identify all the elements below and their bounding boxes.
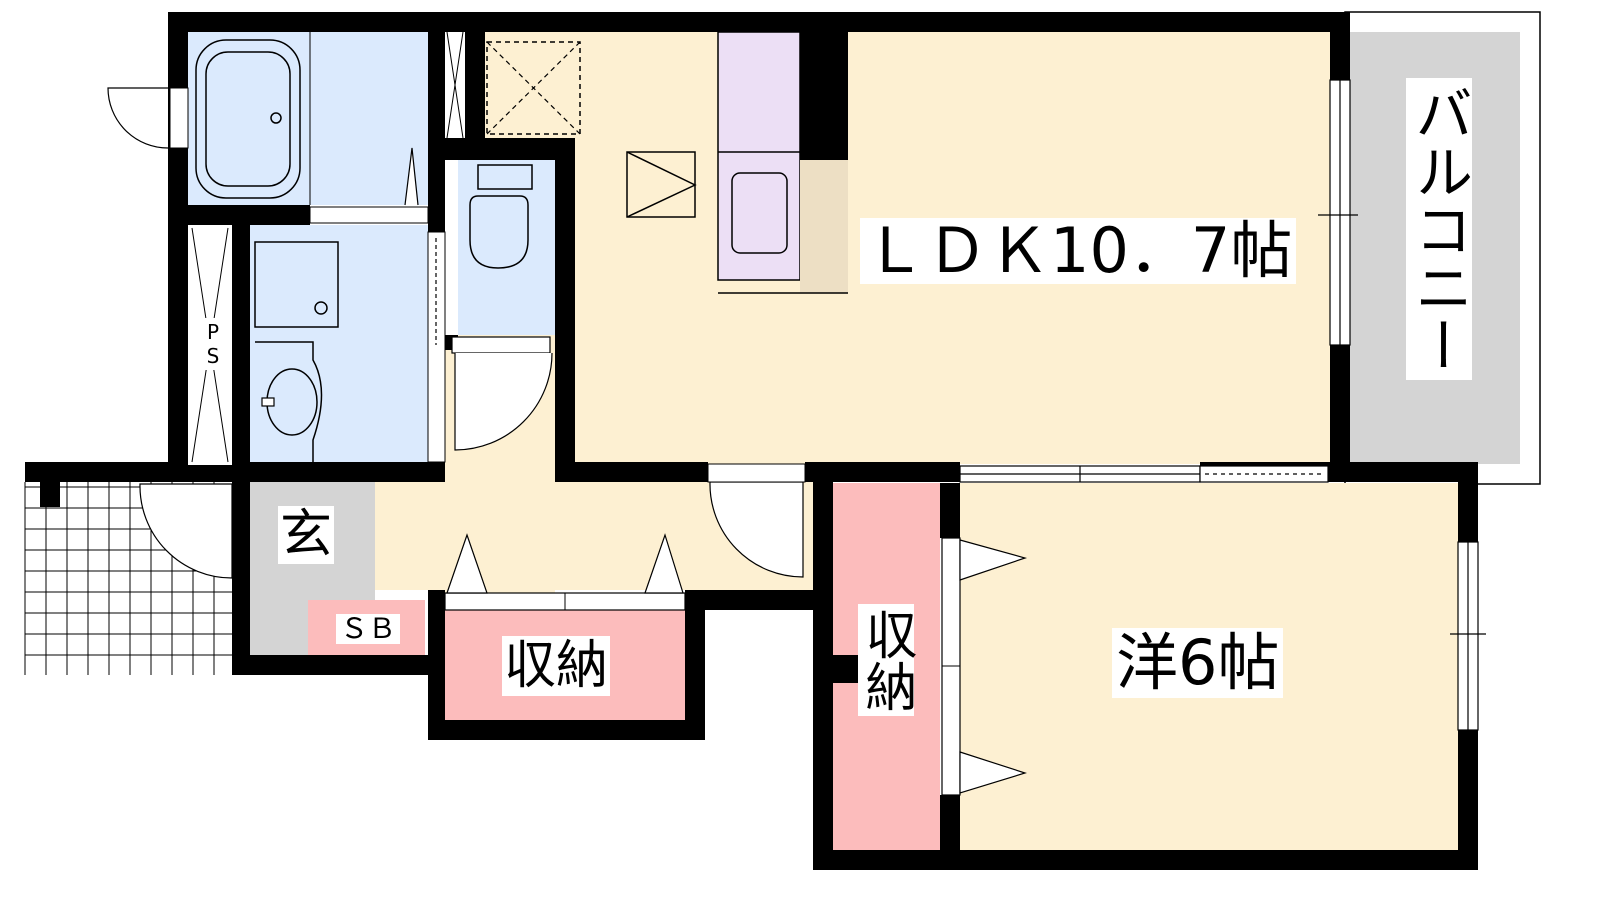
washroom-sliding-door[interactable] (427, 231, 446, 463)
kitchen-counter-top (800, 160, 848, 293)
walls (25, 12, 1478, 870)
room-storage-label: 収納 (856, 604, 916, 716)
toilet-room-area (458, 160, 555, 335)
toilet (469, 195, 529, 269)
washing-machine (254, 241, 339, 328)
fridge-space (486, 41, 581, 135)
western-room-label: 洋6帖 (1112, 628, 1284, 698)
bath-exterior-door[interactable] (107, 87, 169, 149)
hall-storage-label: 収納 (502, 636, 611, 696)
shoe-box-label: ＳＢ (336, 614, 401, 644)
bathtub-outer (195, 39, 301, 199)
washroom-area (250, 225, 428, 465)
bathtub-inner (205, 51, 291, 187)
balcony-label: バルコニー (1405, 78, 1473, 380)
bath-door[interactable] (309, 206, 429, 224)
ldk-door[interactable] (709, 481, 804, 578)
ldk-label: ＬＤＫ10．7帖 (860, 218, 1297, 284)
entrance-label: 玄 (278, 505, 335, 565)
washbasin (255, 341, 323, 465)
toilet-door[interactable] (454, 352, 553, 451)
fridge-space-cross (486, 41, 581, 135)
sink (731, 172, 788, 254)
pipe-space-label: PS (201, 318, 225, 370)
kitchen-column (800, 32, 848, 160)
bathroom-area (188, 32, 428, 205)
entrance-door[interactable] (139, 483, 233, 579)
